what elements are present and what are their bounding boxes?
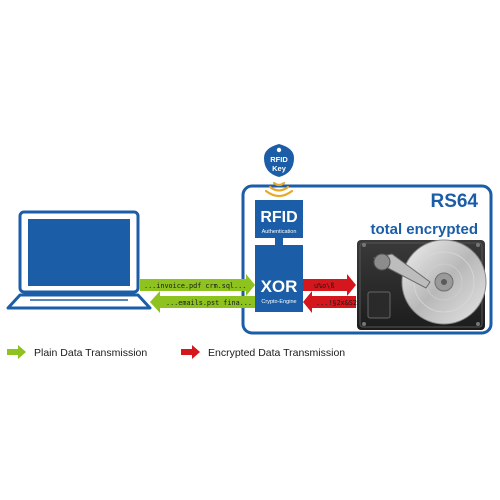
laptop-icon xyxy=(6,210,152,310)
rfid-authentication-block: RFID Authentication xyxy=(255,200,303,238)
legend-plain-arrow-icon xyxy=(7,345,26,359)
plain-data-in-arrow: ...invoice.pdf crm.sql... xyxy=(140,274,255,296)
legend-encrypted-arrow-icon xyxy=(181,345,200,359)
rfid-key-fob: RFID Key xyxy=(264,144,294,177)
rfid-block-subtitle: Authentication xyxy=(262,229,297,235)
xor-block-subtitle: Crypto-Engine xyxy=(261,299,296,305)
plain-data-out-text: ...emails.pst fina... xyxy=(166,299,252,307)
rfid-signal-icon xyxy=(264,181,294,198)
encrypted-data-out-text: ...!§2x&S2 xyxy=(316,299,357,307)
device-tagline: total encrypted xyxy=(370,221,478,238)
plain-data-in-text: ...invoice.pdf crm.sql... xyxy=(144,282,246,290)
hard-disk-drive-icon xyxy=(357,239,487,330)
device-name: RS64 xyxy=(430,191,478,212)
legend: Plain Data Transmission Encrypted Data T… xyxy=(7,345,345,359)
legend-plain-label: Plain Data Transmission xyxy=(34,347,147,359)
encrypted-data-in-text: u%o\ß xyxy=(314,282,334,290)
xor-crypto-engine-block: XOR Crypto-Engine xyxy=(255,245,303,312)
rfid-block-title: RFID xyxy=(260,209,297,226)
encrypted-data-in-arrow: u%o\ß xyxy=(303,274,356,296)
legend-encrypted-item: Encrypted Data Transmission xyxy=(181,345,345,359)
rfid-key-line1: RFID xyxy=(270,155,288,164)
rfid-xor-connector xyxy=(275,238,283,245)
rfid-key-line2: Key xyxy=(272,164,287,173)
legend-plain-item: Plain Data Transmission xyxy=(7,345,147,359)
xor-block-title: XOR xyxy=(261,277,298,296)
plain-data-out-arrow: ...emails.pst fina... xyxy=(150,291,255,313)
legend-encrypted-label: Encrypted Data Transmission xyxy=(208,347,345,359)
encrypted-data-out-arrow: ...!§2x&S2 xyxy=(303,291,357,313)
